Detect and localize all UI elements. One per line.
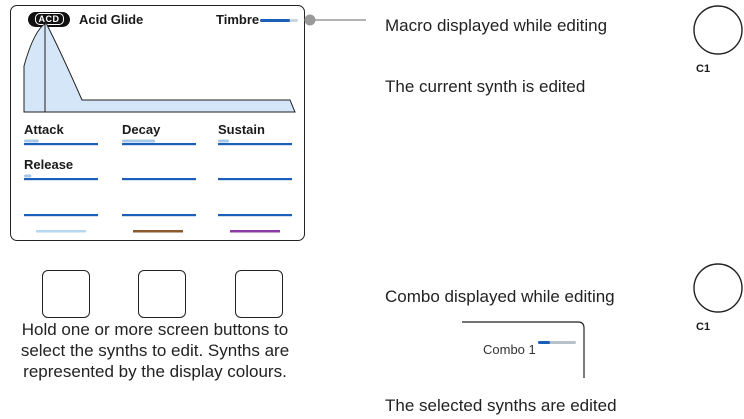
param-slider-track (122, 143, 196, 146)
param-slider-track (122, 178, 196, 181)
combo-slider-fill (538, 341, 550, 344)
param-label-release: Release (24, 157, 74, 172)
param-slider-track (122, 214, 196, 217)
combo-annotation-title: Combo displayed while editing (385, 287, 615, 306)
synth-colour-bar (133, 230, 183, 233)
param-slider-track (218, 143, 292, 146)
help-text: Hold one or more screen buttons to selec… (0, 319, 320, 382)
param-slider-level (218, 139, 230, 143)
param-slider-level (24, 139, 39, 143)
param-label-decay: Decay (122, 122, 161, 137)
knob-label-c1-bottom: C1 (696, 321, 711, 333)
envelope-fill (23, 22, 296, 113)
knob-label-c1-top: C1 (696, 63, 711, 75)
param-slider-track (24, 143, 98, 146)
combo-annotation-sub: The selected synths are edited (385, 396, 617, 415)
synth-screen (10, 5, 305, 241)
combo-label: Combo 1 (483, 342, 536, 357)
param-label-attack: Attack (24, 122, 64, 137)
screen-button-1[interactable] (42, 270, 90, 318)
synth-name: Acid Glide (79, 12, 144, 27)
help-line-2: select the synths to edit. Synths are (20, 341, 290, 360)
screen-button-2[interactable] (138, 270, 186, 318)
synth-type-badge: ACD (28, 12, 70, 27)
help-line-1: Hold one or more screen buttons to (21, 320, 289, 339)
screen-button-3[interactable] (235, 270, 283, 318)
help-line-3: represented by the display colours. (23, 362, 287, 381)
combo-box-outline (462, 321, 585, 378)
param-slider-level (24, 174, 32, 178)
param-slider-track (218, 214, 292, 217)
param-slider-level (122, 139, 156, 143)
connector-dot (304, 14, 316, 26)
synth-colour-bar (36, 230, 86, 233)
synth-colour-bar (230, 230, 280, 233)
macro-annotation-sub: The current synth is edited (385, 77, 586, 96)
knob-c1-bottom (693, 263, 743, 313)
envelope-graph (23, 22, 296, 113)
param-slider-track (24, 178, 98, 181)
param-slider-track (24, 214, 98, 217)
macro-annotation-title: Macro displayed while editing (385, 16, 608, 35)
macro-label: Timbre (216, 12, 260, 27)
param-label-sustain: Sustain (218, 122, 265, 137)
param-slider-track (218, 178, 292, 181)
knob-c1-top (693, 5, 743, 55)
param-sliders (24, 139, 292, 217)
synth-colour-bars (36, 230, 280, 233)
timbre-macro-slider (260, 19, 298, 22)
